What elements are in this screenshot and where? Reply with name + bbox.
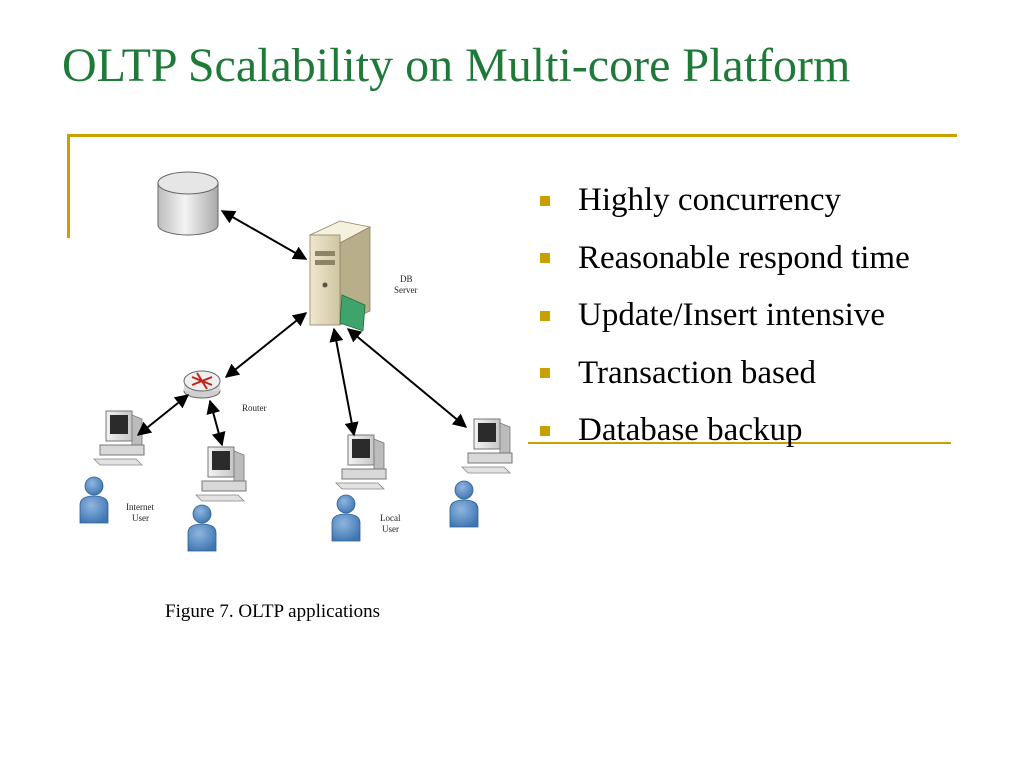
arrow-router-internet-pc <box>136 394 190 436</box>
bullet-text: Highly concurrency <box>578 182 841 219</box>
bullet-item: Update/Insert intensive <box>540 287 910 345</box>
connection-arrows <box>136 210 468 447</box>
bullet-item: Database backup <box>540 402 910 460</box>
internet-user-label: Internet <box>126 502 154 512</box>
accent-rule-bottom <box>528 442 951 444</box>
user-icon <box>449 480 479 528</box>
router-label: Router <box>242 403 267 413</box>
local-user-label: Local <box>380 513 401 523</box>
user-icon <box>79 476 109 524</box>
arrow-router-pc <box>206 399 226 447</box>
bullet-item: Reasonable respond time <box>540 230 910 288</box>
oltp-network-diagram: DB Server Router Internet User Local Use… <box>79 171 513 552</box>
bullet-list: Highly concurrency Reasonable respond ti… <box>540 172 910 460</box>
computer-icon <box>335 434 387 490</box>
bullet-text: Reasonable respond time <box>578 239 910 276</box>
db-server-label: DB <box>400 274 413 284</box>
arrow-router-server <box>224 312 308 378</box>
accent-rule-top <box>67 134 957 137</box>
user-icon <box>331 494 361 542</box>
square-bullet-icon <box>540 253 550 264</box>
bullet-text: Update/Insert intensive <box>578 297 885 334</box>
square-bullet-icon <box>540 195 550 206</box>
bullet-text: Database backup <box>578 412 803 449</box>
computer-icon <box>461 418 513 474</box>
user-icon <box>187 504 217 552</box>
square-bullet-icon <box>540 368 550 379</box>
square-bullet-icon <box>540 310 550 321</box>
database-cylinder-icon <box>157 171 219 236</box>
bullet-item: Highly concurrency <box>540 172 910 230</box>
accent-rule-left <box>67 134 70 238</box>
bullet-text: Transaction based <box>578 354 816 391</box>
computer-icon <box>195 446 247 502</box>
bullet-item: Transaction based <box>540 345 910 403</box>
router-icon <box>183 370 221 399</box>
db-server-icon <box>308 220 372 332</box>
internet-user-label: User <box>132 513 149 523</box>
square-bullet-icon <box>540 425 550 436</box>
slide-title: OLTP Scalability on Multi-core Platform <box>62 39 851 92</box>
db-server-label: Server <box>394 285 418 295</box>
computer-icon <box>93 410 145 466</box>
arrow-server-pc <box>346 328 468 428</box>
local-user-label: User <box>382 524 399 534</box>
arrow-db-server <box>220 210 308 260</box>
figure-caption: Figure 7. OLTP applications <box>165 601 380 622</box>
arrow-server-local-pc <box>329 327 359 437</box>
